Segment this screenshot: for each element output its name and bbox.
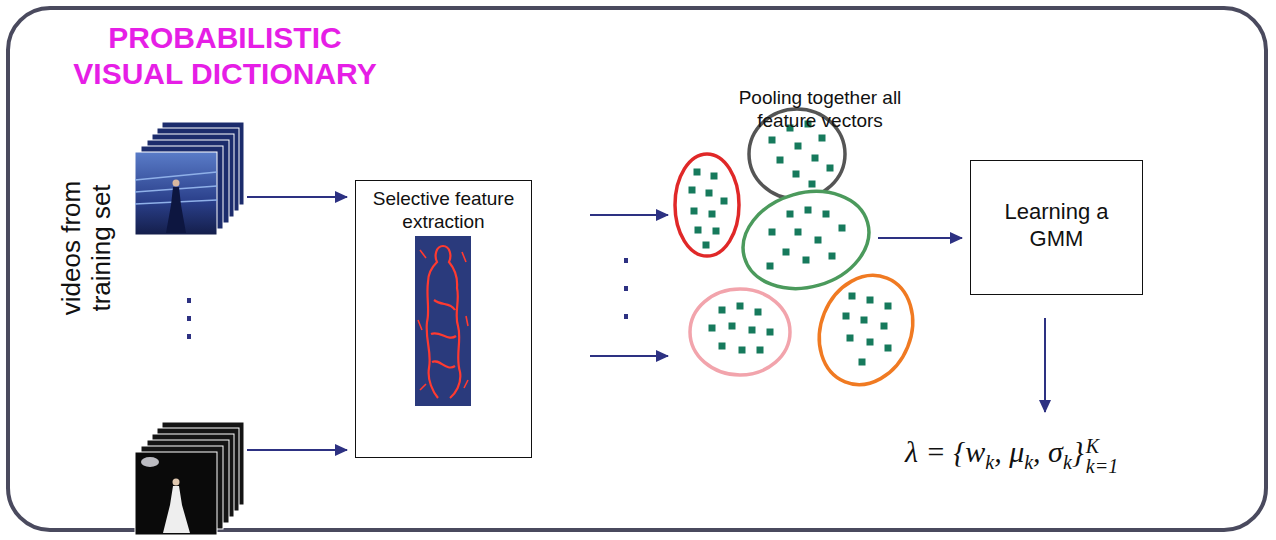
cluster-ellipse [690,289,790,375]
video-stack [135,422,244,535]
feature-point [709,211,716,218]
ellipsis-dots [624,258,628,319]
dot [187,298,191,303]
dot [624,258,628,263]
feature-point [805,207,812,214]
feature-point [827,165,834,172]
arrow [878,237,962,239]
arrow [247,449,347,451]
feature-point [812,155,819,162]
feature-point [709,325,716,332]
video-stack [135,122,244,235]
dot [187,334,191,339]
feature-point [795,143,802,150]
axis-note: videos from training set [56,148,116,348]
formula-subscript: k [985,451,994,473]
feature-point [793,171,800,178]
feature-point [803,257,810,264]
feature-point [755,309,762,316]
feature-point [719,343,726,350]
formula-part: λ = {w [905,435,985,468]
feature-point [721,198,728,205]
feature-point [706,190,713,197]
feature-clusters [675,109,929,399]
formula-subscript: k [1063,451,1072,473]
feature-point [737,303,744,310]
formula-limits: Kk=1 [1086,436,1118,476]
feature-point [739,347,746,354]
feature-point [861,317,868,324]
feature-point [767,329,774,336]
feature-point [839,225,846,232]
singer-dress [166,187,186,233]
feature-point [783,249,790,256]
formula-subscript: k [1024,451,1033,473]
video-frame [135,152,217,235]
feature-point [749,327,756,334]
dot [624,286,628,291]
feature-point [695,227,702,234]
formula-part: } [1072,435,1084,468]
process-box: Selective feature extraction [355,180,532,458]
feature-point [795,229,802,236]
ellipsis-dots [187,298,191,339]
singer-head [173,479,180,486]
spotlight [141,457,159,467]
feature-point [819,135,826,142]
formula: λ = {wk, μk, σk}Kk=1 [905,432,1118,482]
feature-point [815,237,822,244]
feature-point [729,323,736,330]
step-note: Pooling together all feature vectors [730,86,910,132]
feature-point [711,173,718,180]
feature-point [829,253,836,260]
diagram-title: PROBABILISTIC VISUAL DICTIONARY [55,20,395,92]
formula-subscript: k=1 [1086,456,1118,476]
singer-dress [163,486,190,533]
arrow [247,196,347,198]
arrow [590,355,668,357]
feature-point [757,347,764,354]
feature-point [769,137,776,144]
feature-point [867,297,874,304]
arrow [590,214,668,216]
feature-point [689,187,696,194]
formula-superscript: K [1086,436,1118,456]
feature-point [787,211,794,218]
video-frame [135,452,217,535]
silhouette-ground [415,236,471,406]
cluster-ellipse [803,261,928,399]
feature-point [843,313,850,320]
feature-contour [418,250,468,390]
feature-point [719,307,726,314]
feature-point [823,211,830,218]
arrow [1044,318,1046,412]
singer-head [173,180,180,187]
feature-point [767,263,774,270]
dot [624,314,628,319]
formula-part: , μ [994,435,1024,468]
feature-point [849,293,856,300]
feature-point [859,359,866,366]
dot [187,316,191,321]
feature-point [847,335,854,342]
formula-part: , σ [1033,435,1063,468]
feature-point [713,228,720,235]
feature-silhouette [415,236,471,406]
box-label: Selective feature extraction [362,187,525,233]
feature-point [885,303,892,310]
feature-point [809,181,816,188]
cluster-ellipse [675,154,739,256]
feature-point [867,339,874,346]
feature-point [777,157,784,164]
feature-contour [427,246,461,398]
feature-point [885,345,892,352]
feature-point [694,169,701,176]
feature-point [703,242,710,249]
feature-point [881,323,888,330]
feature-point [769,229,776,236]
process-box: Learning a GMM [970,160,1143,295]
box-label: Learning a GMM [992,198,1122,252]
feature-point [691,208,698,215]
